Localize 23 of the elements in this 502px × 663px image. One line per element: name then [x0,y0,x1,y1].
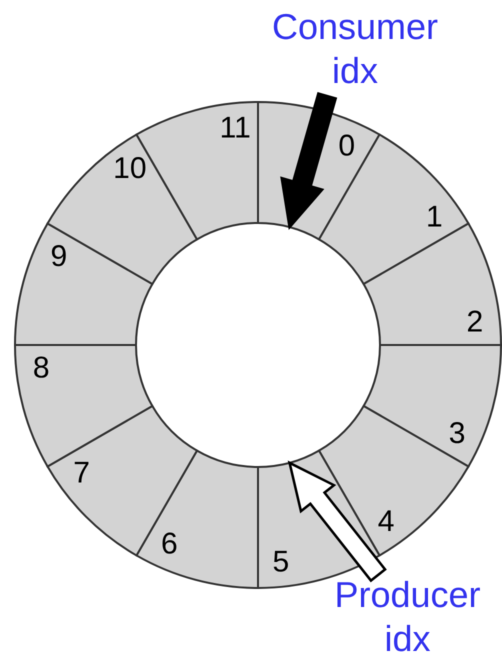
segment-number: 6 [161,528,178,561]
segment-number: 4 [378,504,394,538]
index-label: Producer idx [315,573,500,661]
segment-number: 1 [426,200,443,234]
ring-segment [46,134,198,285]
ring-segment [318,134,470,285]
ring-segment [14,222,154,346]
index-label: Consumer idx [260,5,450,93]
segment-number: 0 [338,129,355,162]
ring-segment [46,405,198,556]
ring-segment [136,450,259,589]
segment-number: 8 [32,351,50,384]
segment-number: 10 [113,152,147,186]
ring-segment [318,405,470,556]
ring-segment [362,344,502,468]
segment-number: 11 [220,112,251,145]
arrow [280,92,338,230]
segment-number: 7 [73,456,90,490]
segment-number: 3 [448,417,466,450]
segment-number: 5 [272,545,290,578]
segment-number: 9 [50,240,68,273]
segment-number: 2 [466,306,484,339]
arrow [288,460,387,582]
